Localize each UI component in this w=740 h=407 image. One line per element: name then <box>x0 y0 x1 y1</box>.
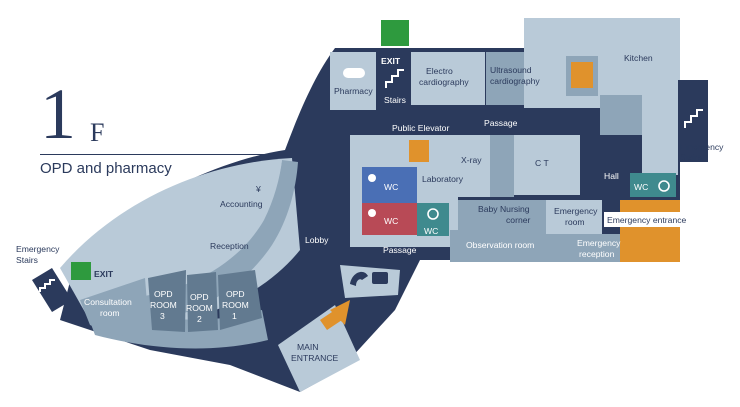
kitchen-lower <box>600 95 642 135</box>
left-stairs-label-2: Stairs <box>16 255 38 265</box>
left-stairs-label-1: Emergency <box>16 244 60 254</box>
main-entrance-label-1: MAIN <box>297 342 318 352</box>
pill-icon <box>343 68 365 78</box>
emergency-reception-label-2: reception <box>579 249 615 259</box>
consultation-label-2: room <box>100 308 120 318</box>
stairs-icon <box>684 109 703 128</box>
electro-room <box>411 52 485 105</box>
baby-nursing-room <box>458 200 546 230</box>
entrance-arrow-icon <box>320 300 350 330</box>
baby-label-1: Baby Nursing <box>478 204 530 214</box>
stairs-icon <box>385 69 404 88</box>
wc-label-2: WC <box>384 216 398 226</box>
observation-room-label: Observation room <box>466 240 534 250</box>
laboratory-label: Laboratory <box>422 174 464 184</box>
opd2-label-3: 2 <box>197 314 202 324</box>
opd-room-1 <box>218 270 262 330</box>
hall-area <box>580 135 632 195</box>
opd1-label-3: 1 <box>232 311 237 321</box>
ct-room <box>514 135 580 195</box>
opd3-label-2: ROOM <box>150 300 177 310</box>
stairs-icon <box>39 279 55 292</box>
observation-room <box>450 230 582 262</box>
electro-label-1: Electro <box>426 66 453 76</box>
emergency-reception-label-1: Emergency <box>577 238 621 248</box>
male-toilet-icon <box>368 174 376 182</box>
reception-label: Reception <box>210 241 249 251</box>
main-entrance <box>278 305 360 392</box>
consultation-label-1: Consultation <box>84 297 132 307</box>
emergency-room-label-1: Emergency <box>554 206 598 216</box>
ultra-label-1: Ultrasound <box>490 65 532 75</box>
opd3-label-3: 3 <box>160 311 165 321</box>
emergency-room <box>546 200 602 234</box>
right-emergency-stairs <box>678 80 708 162</box>
floor-divider <box>40 154 292 155</box>
opd2-label-1: OPD <box>190 292 209 302</box>
right-stairs-label-2: Stairs <box>680 152 702 162</box>
elevator-icon <box>571 62 593 88</box>
floor-number: 1 <box>40 74 76 154</box>
emergency-reception-room <box>576 234 620 262</box>
main-entrance-label-2: ENTRANCE <box>291 353 339 363</box>
wheelchair-icon <box>658 180 670 192</box>
left-emergency-stairs <box>32 268 72 312</box>
exit-top-label: EXIT <box>381 56 401 66</box>
wheelchair-icon <box>427 208 439 220</box>
xray-side <box>490 135 514 197</box>
female-toilet-icon <box>368 209 376 217</box>
emergency-room-label-2: room <box>565 217 585 227</box>
right-stairs-label-1: Emergency <box>680 142 724 152</box>
ultra-label-2: cardiography <box>490 76 540 86</box>
consultation-room <box>80 278 150 340</box>
wc-label-4: WC <box>634 182 648 192</box>
passage-top-label: Passage <box>484 118 518 128</box>
exit-left-label: EXIT <box>94 269 114 279</box>
exit-sign-icon <box>381 20 409 46</box>
wc-label-1: WC <box>384 182 398 192</box>
pharmacy-label: Pharmacy <box>334 86 373 96</box>
kitchen-room <box>524 18 680 108</box>
stairs-room <box>377 48 410 110</box>
public-elevator-label: Public Elevator <box>392 123 449 133</box>
electro-label-2: cardiography <box>419 77 469 87</box>
lobby-label: Lobby <box>305 235 329 245</box>
ct-label: C T <box>535 158 549 168</box>
opd-room-3 <box>148 270 186 332</box>
emergency-entrance-label: Emergency entrance <box>607 215 687 225</box>
yen-icon: ¥ <box>255 184 261 194</box>
elevator-icon <box>409 140 429 162</box>
right-stairs-light <box>642 105 678 175</box>
stairs-label: Stairs <box>384 95 406 105</box>
emergency-entrance-tag <box>604 212 694 227</box>
accounting-label: Accounting <box>220 199 263 209</box>
exit-sign-icon <box>71 262 91 280</box>
wc-label-3: WC <box>424 226 438 236</box>
wc-room-female <box>362 203 417 235</box>
wc-room-male <box>362 167 417 203</box>
floor-letter: F <box>90 118 105 147</box>
pharmacy-room <box>330 52 376 110</box>
baby-label-2: corner <box>506 215 530 225</box>
phone-icon <box>350 271 368 286</box>
opd-room-2 <box>187 272 218 332</box>
emergency-entrance-area <box>620 200 680 262</box>
coffee-cup-icon <box>372 272 388 284</box>
opd1-label-2: ROOM <box>222 300 249 310</box>
xray-room <box>458 135 490 197</box>
hall-label: Hall <box>604 171 619 181</box>
opd2-label-2: ROOM <box>186 303 213 313</box>
phone-area <box>340 265 400 298</box>
floor-subtitle: OPD and pharmacy <box>40 160 172 177</box>
opd1-label-1: OPD <box>226 289 245 299</box>
kitchen-label: Kitchen <box>624 53 653 63</box>
xray-label: X-ray <box>461 155 482 165</box>
accounting-area <box>100 160 282 300</box>
opd3-label-1: OPD <box>154 289 173 299</box>
passage-lower-label: Passage <box>383 245 417 255</box>
